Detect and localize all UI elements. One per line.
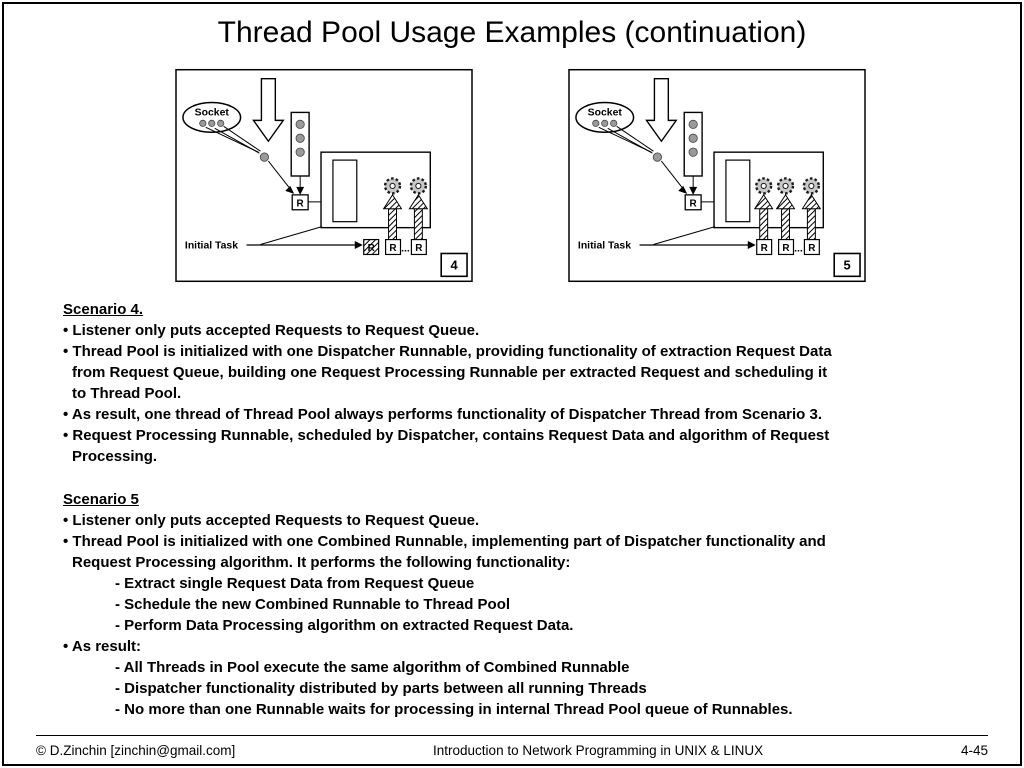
footer-course-title: Introduction to Network Programming in U… — [433, 743, 764, 758]
runnable-label: R — [690, 198, 697, 209]
scenario5-line: • As result: — [63, 638, 142, 655]
pool-connector-line — [260, 226, 323, 246]
thread-gear-icon — [755, 177, 773, 195]
request-queue — [683, 111, 703, 177]
page-title: Thread Pool Usage Examples (continuation… — [217, 16, 807, 49]
queue-to-runnable-arrow — [689, 175, 698, 195]
scenario4-line: • Request Processing Runnable, scheduled… — [63, 427, 830, 444]
runnable-box: R — [803, 238, 820, 256]
scenario5-line: - Extract single Request Data from Reque… — [115, 575, 475, 592]
scenario4-line: • As result, one thread of Thread Pool a… — [63, 406, 823, 423]
runnable-up-arrow — [408, 193, 429, 241]
queued-request-dot — [295, 147, 305, 157]
pool-internal-queue — [332, 159, 358, 223]
request-to-runnable-arrow — [267, 160, 295, 194]
diagram-number: 4 — [451, 257, 459, 272]
diagram-scenario-5: Socket R — [568, 68, 866, 283]
incoming-requests-arrow-icon — [252, 77, 285, 143]
scenario4-heading: Scenario 4. — [63, 301, 144, 318]
thread-gear-icon — [409, 177, 428, 195]
initial-task-arrowhead — [354, 241, 363, 250]
socket-to-request-lines — [205, 125, 261, 154]
footer-copyright: © D.Zinchin [zinchin@gmail.com] — [36, 743, 236, 758]
socket-node: Socket — [575, 101, 635, 134]
runnable-box: R — [777, 238, 795, 256]
diagram-scenario-4: Socket R — [175, 68, 473, 283]
scenario5-line: • Thread Pool is initialized with one Co… — [63, 533, 826, 550]
runnable-label: R — [808, 243, 815, 254]
scenario5-line: - Perform Data Processing algorithm on e… — [115, 617, 574, 634]
queued-request-dot — [688, 133, 698, 143]
runnable-box: R — [410, 238, 427, 256]
socket-to-request-lines — [598, 125, 654, 154]
block-gap — [63, 467, 1002, 489]
scenario5-heading: Scenario 5 — [63, 491, 139, 508]
pool-connector-line — [653, 226, 716, 246]
runnable-label: R — [415, 243, 422, 254]
initial-task-label: Initial Task — [185, 241, 238, 252]
scenario5-line: - All Threads in Pool execute the same a… — [115, 659, 630, 676]
initial-task: Initial Task — [578, 226, 756, 252]
scenario4-line: to Thread Pool. — [72, 385, 182, 402]
request-to-runnable-arrow — [660, 160, 688, 194]
runnable-box: R — [384, 238, 402, 256]
scenario4-line: from Request Queue, building one Request… — [72, 364, 828, 381]
socket-ellipse — [575, 101, 635, 134]
slide-footer: © D.Zinchin [zinchin@gmail.com] Introduc… — [36, 735, 988, 758]
runnable-label: R — [782, 243, 789, 254]
queued-request-dot — [295, 133, 305, 143]
queued-request-dot — [295, 119, 305, 129]
socket-dot — [217, 119, 225, 127]
scenario5-line: - No more than one Runnable waits for pr… — [115, 701, 793, 718]
socket-label: Socket — [588, 107, 623, 118]
runnable-up-arrow — [382, 193, 403, 241]
scenario4-line: • Listener only puts accepted Requests t… — [63, 322, 480, 339]
socket-dot — [199, 119, 207, 127]
ellipsis-label: ... — [794, 243, 803, 254]
incoming-requests-arrow-icon — [645, 77, 678, 143]
diagram-number-badge: 5 — [833, 252, 861, 278]
initial-task-label: Initial Task — [578, 241, 631, 252]
runnable-label: R — [297, 198, 304, 209]
runnable-label: R — [368, 243, 375, 254]
combined-runnable-box: R — [684, 194, 702, 211]
socket-dot — [208, 119, 216, 127]
queue-to-runnable-arrow — [296, 175, 305, 195]
pool-internal-queue — [725, 159, 751, 223]
dispatcher-runnable-box: R — [291, 194, 309, 211]
scenario5-line: - Dispatcher functionality distributed b… — [115, 680, 647, 697]
queued-request-dot — [688, 147, 698, 157]
scenario4-line: Processing. — [72, 448, 158, 465]
runnable-box: R — [363, 238, 380, 256]
thread-gear-icon — [776, 177, 795, 195]
scenario5-line: • Listener only puts accepted Requests t… — [63, 512, 480, 529]
initial-task-arrowhead — [747, 241, 756, 250]
runnable-label: R — [389, 243, 396, 254]
request-queue — [290, 111, 310, 177]
scenario5-line: Request Processing algorithm. It perform… — [72, 554, 571, 571]
queued-request-dot — [688, 119, 698, 129]
initial-task: Initial Task — [185, 226, 363, 252]
runnable-box: R — [756, 238, 773, 256]
socket-node: Socket — [182, 101, 242, 134]
socket-ellipse — [182, 101, 242, 134]
socket-dot — [592, 119, 600, 127]
body-text: Scenario 4. • Listener only puts accepte… — [63, 299, 1002, 720]
footer-page-number: 4-45 — [960, 743, 988, 758]
runnable-label: R — [761, 243, 768, 254]
diagram-number: 5 — [844, 257, 851, 272]
thread-gear-icon — [383, 177, 402, 195]
request-dot — [259, 152, 269, 162]
scenario4-line: • Thread Pool is initialized with one Di… — [63, 343, 832, 360]
ellipsis-label: ... — [401, 243, 410, 254]
thread-gear-icon — [802, 177, 821, 195]
scenario5-line: - Schedule the new Combined Runnable to … — [115, 596, 511, 613]
socket-label: Socket — [195, 107, 230, 118]
socket-dot — [610, 119, 618, 127]
socket-dot — [601, 119, 609, 127]
request-dot — [652, 152, 662, 162]
diagram-number-badge: 4 — [440, 252, 468, 278]
